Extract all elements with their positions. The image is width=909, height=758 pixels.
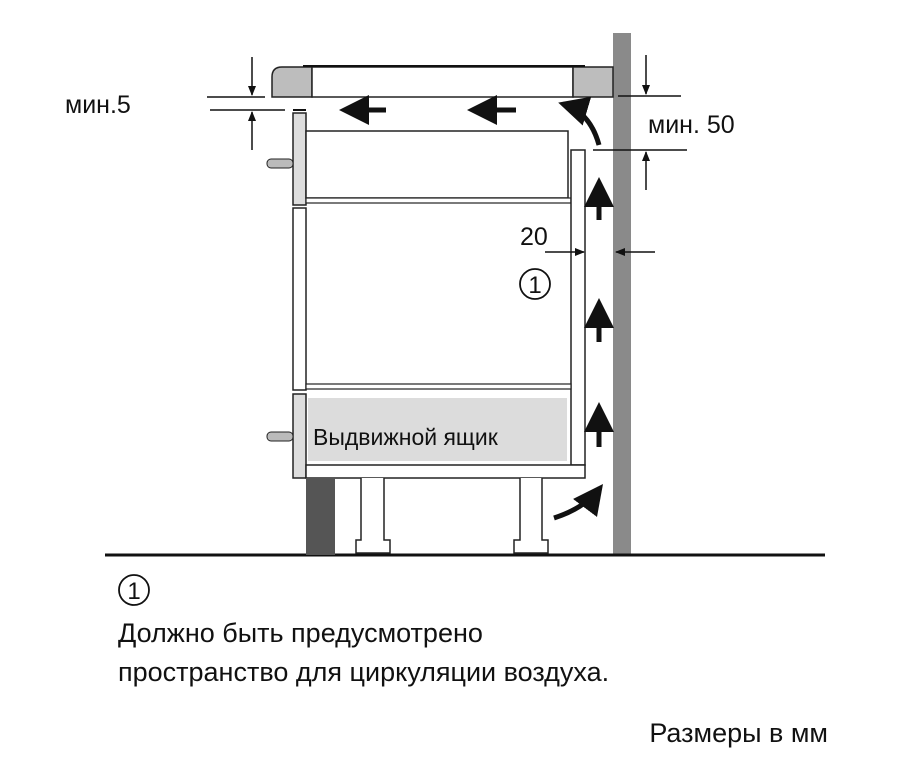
door-front [292,207,307,391]
legend-line-2: пространство для циркуляции воздуха. [118,657,609,687]
cabinet [266,109,586,555]
label-min-5: мин.5 [65,91,131,119]
legend-marker-circle [118,574,150,606]
leg-left [355,478,391,554]
marker-circle [519,268,551,300]
legend-line-1: Должно быть предусмотрено [118,618,483,648]
dimension-min5 [207,57,285,150]
marker-number: 1 [528,272,541,299]
drawer-label: Выдвижной ящик [313,424,499,450]
drawer-box [308,398,567,461]
back-panel [570,149,586,466]
plinth [306,478,335,555]
label-min-50: мин. 50 [648,111,735,139]
top-drawer-box [305,130,569,199]
dimension-min50 [593,55,687,190]
leg-right [513,478,549,554]
knob-bottom [266,431,294,442]
legend-marker-number: 1 [127,578,140,605]
bottom-board [305,464,586,479]
bottom-drawer-front [292,393,307,479]
top-drawer-front [292,112,307,206]
knob-top [266,158,294,169]
wall [613,33,631,555]
units-note: Размеры в мм [649,718,828,748]
hob [271,65,614,98]
label-20: 20 [520,223,548,251]
airflow-arrows [339,95,614,521]
